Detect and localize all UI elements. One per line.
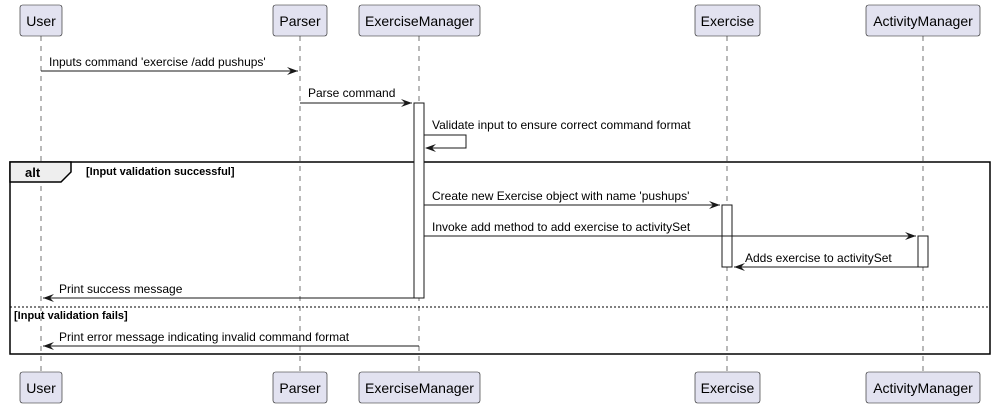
participant-box <box>272 4 328 37</box>
arrowhead <box>425 144 436 152</box>
message-invoke-add: Invoke add method to add exercise to act… <box>424 220 916 240</box>
participant-box <box>272 371 328 404</box>
alt-frame <box>9 161 991 355</box>
arrowhead <box>905 232 916 240</box>
participant-box <box>358 371 481 404</box>
participant-label: Exercise <box>701 13 755 29</box>
participants-bottom: User Parser ExerciseManager Exercise Act… <box>19 371 981 404</box>
participant-box <box>19 371 63 404</box>
participant-user-top: User <box>19 4 63 37</box>
activation-activity-manager <box>917 235 929 268</box>
message-label: Print error message indicating invalid c… <box>59 330 350 344</box>
message-print-success: Print success message <box>43 282 414 302</box>
participant-box <box>694 371 761 404</box>
participant-label: ActivityManager <box>873 13 973 29</box>
participant-box <box>865 4 981 37</box>
participant-activity-manager-top: ActivityManager <box>865 4 981 37</box>
participant-label: ExerciseManager <box>365 13 474 29</box>
activation-exercise-manager <box>413 102 425 299</box>
alt-fragment: alt [Input validation successful] [Input… <box>9 161 991 355</box>
message-parse-command: Parse command <box>300 86 412 107</box>
message-label: Inputs command 'exercise /add pushups' <box>49 55 266 69</box>
message-adds-exercise: Adds exercise to activitySet <box>734 251 918 271</box>
alt-operator-label: alt <box>25 165 41 180</box>
message-label: Adds exercise to activitySet <box>745 251 892 265</box>
participant-exercise-bottom: Exercise <box>694 371 761 404</box>
message-validate-input: Validate input to ensure correct command… <box>424 118 691 152</box>
arrowhead <box>287 67 298 75</box>
participant-box <box>694 4 761 37</box>
participant-user-bottom: User <box>19 371 63 404</box>
participant-box <box>865 371 981 404</box>
message-create-exercise: Create new Exercise object with name 'pu… <box>424 189 720 209</box>
guard-success: [Input validation successful] <box>86 166 235 178</box>
messages: Inputs command 'exercise /add pushups' P… <box>41 55 918 350</box>
arrowhead <box>43 294 54 302</box>
participant-box <box>358 4 481 37</box>
participant-activity-manager-bottom: ActivityManager <box>865 371 981 404</box>
participant-box <box>19 4 63 37</box>
participant-label: User <box>26 13 56 29</box>
participant-label: ActivityManager <box>873 380 973 396</box>
participant-label: Exercise <box>701 380 755 396</box>
participant-exercise-top: Exercise <box>694 4 761 37</box>
message-arrow-line <box>424 134 467 149</box>
arrowhead <box>734 263 745 271</box>
message-inputs-command: Inputs command 'exercise /add pushups' <box>41 55 298 75</box>
message-label: Print success message <box>59 282 183 296</box>
participant-parser-bottom: Parser <box>272 371 328 404</box>
message-label: Invoke add method to add exercise to act… <box>432 220 691 234</box>
participant-label: ExerciseManager <box>365 380 474 396</box>
arrowhead <box>43 342 54 350</box>
participant-label: User <box>26 380 56 396</box>
guard-fail: [Input validation fails] <box>14 310 128 322</box>
arrowhead <box>709 201 720 209</box>
message-label: Create new Exercise object with name 'pu… <box>432 189 689 203</box>
participant-label: Parser <box>279 13 321 29</box>
message-label: Parse command <box>308 86 395 100</box>
message-print-error: Print error message indicating invalid c… <box>43 330 419 350</box>
arrowhead <box>401 99 412 107</box>
message-label: Validate input to ensure correct command… <box>432 118 691 132</box>
participant-exercise-manager-bottom: ExerciseManager <box>358 371 481 404</box>
alt-operator-tab <box>9 161 72 183</box>
participant-label: Parser <box>279 380 321 396</box>
lifelines <box>40 36 924 372</box>
participant-exercise-manager-top: ExerciseManager <box>358 4 481 37</box>
participants-top: User Parser ExerciseManager Exercise Act… <box>19 4 981 37</box>
participant-parser-top: Parser <box>272 4 328 37</box>
